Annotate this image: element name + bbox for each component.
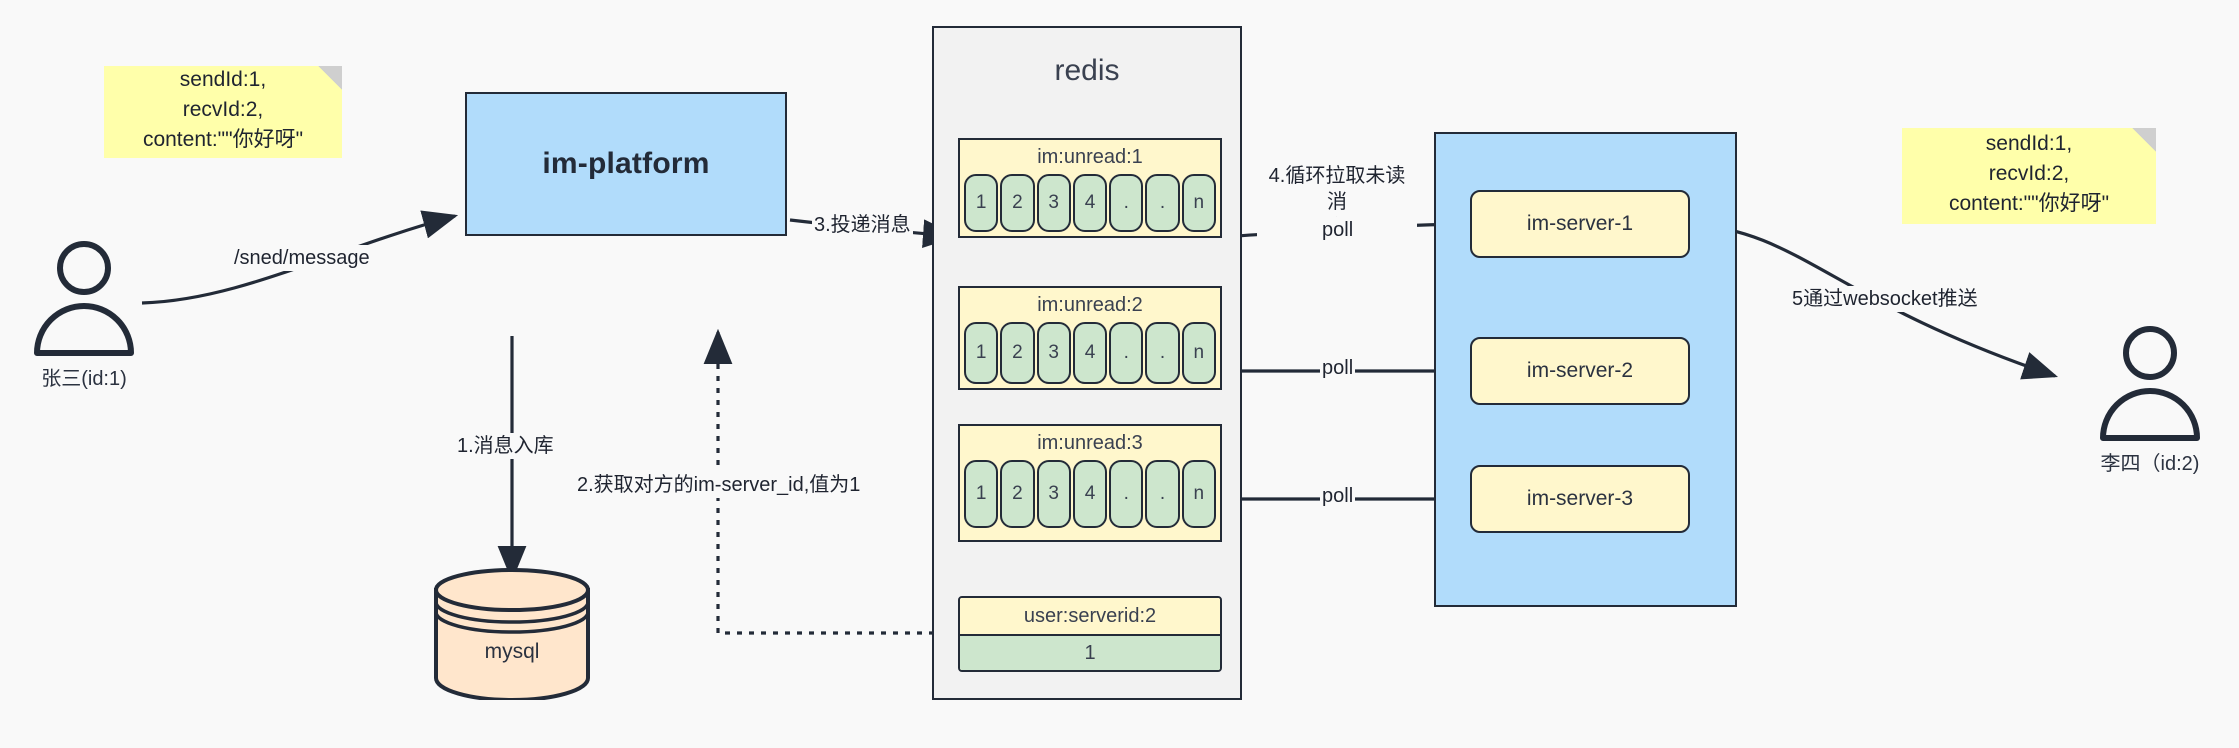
redis-key-user-serverid-value: 1 xyxy=(960,634,1220,670)
edge-label-step2: 2.获取对方的im-server_id,值为1 xyxy=(575,472,863,498)
note-left: sendId:1, recvId:2, content:""你好呀" xyxy=(104,66,342,158)
node-mysql[interactable]: mysql xyxy=(432,568,592,702)
redis-key-user-serverid[interactable]: user:serverid:2 1 xyxy=(958,596,1222,672)
node-im-server-3-label: im-server-3 xyxy=(1526,487,1634,510)
list-cell: 3 xyxy=(1036,460,1071,528)
list-cell: . xyxy=(1145,174,1180,232)
note-fold-icon xyxy=(318,66,342,90)
edge-label-step5: 5通过websocket推送 xyxy=(1790,286,1980,312)
edge-label-step1: 1.消息入库 xyxy=(455,433,556,459)
node-im-server-1[interactable]: im-server-1 xyxy=(1470,190,1690,258)
list-cell: 2 xyxy=(1000,460,1035,528)
list-cell: 1 xyxy=(964,322,999,384)
list-cell: 2 xyxy=(1000,174,1035,232)
actor-sender-label: 张三(id:1) xyxy=(41,368,127,390)
list-cell: . xyxy=(1109,460,1144,528)
node-im-server-1-label: im-server-1 xyxy=(1526,212,1634,235)
list-cell: 1 xyxy=(964,460,999,528)
redis-key-im-unread-1[interactable]: im:unread:1 1 2 3 4 . . n xyxy=(958,138,1222,238)
list-cell: 4 xyxy=(1072,460,1108,528)
user-icon xyxy=(2100,326,2200,441)
actor-receiver: 李四（id:2) xyxy=(2090,325,2210,475)
list-cell: n xyxy=(1181,460,1216,528)
list-cell: . xyxy=(1145,322,1180,384)
actor-receiver-label: 李四（id:2) xyxy=(2100,453,2200,475)
list-cell: . xyxy=(1109,174,1144,232)
edge-label-poll-1: poll xyxy=(1320,217,1356,243)
user-icon xyxy=(34,241,134,356)
list-cell: . xyxy=(1145,460,1180,528)
actor-sender: 张三(id:1) xyxy=(24,240,144,390)
note-fold-icon xyxy=(2132,128,2156,152)
node-im-platform[interactable]: im-platform xyxy=(465,92,787,236)
edge-label-poll-3: poll xyxy=(1320,483,1356,509)
list-cell: 4 xyxy=(1072,322,1108,384)
list-cell: . xyxy=(1109,322,1144,384)
container-redis-title: redis xyxy=(1054,54,1120,87)
redis-key-im-unread-3[interactable]: im:unread:3 1 2 3 4 . . n xyxy=(958,424,1222,542)
redis-key-im-unread-2-cells: 1 2 3 4 . . n xyxy=(964,322,1216,384)
note-right: sendId:1, recvId:2, content:""你好呀" xyxy=(1902,128,2156,224)
list-cell: 2 xyxy=(1000,322,1035,384)
redis-key-im-unread-2-label: im:unread:2 xyxy=(1037,294,1143,316)
redis-key-im-unread-2[interactable]: im:unread:2 1 2 3 4 . . n xyxy=(958,286,1222,390)
redis-key-im-unread-1-label: im:unread:1 xyxy=(1037,146,1143,168)
edge-label-send-message: /sned/message xyxy=(232,245,372,271)
edge-label-step4: 4.循环拉取未读消 息 xyxy=(1257,163,1417,241)
list-cell: 1 xyxy=(964,174,999,232)
node-im-server-2-label: im-server-2 xyxy=(1526,359,1634,382)
redis-key-user-serverid-label: user:serverid:2 xyxy=(960,598,1220,634)
redis-key-im-unread-3-label: im:unread:3 xyxy=(1037,432,1143,454)
node-im-server-3[interactable]: im-server-3 xyxy=(1470,465,1690,533)
list-cell: n xyxy=(1181,322,1216,384)
edge-label-poll-2: poll xyxy=(1320,355,1356,381)
note-right-text: sendId:1, recvId:2, content:""你好呀" xyxy=(1948,132,2110,215)
list-cell: n xyxy=(1181,174,1216,232)
list-cell: 3 xyxy=(1036,322,1071,384)
edge-label-step3: 3.投递消息 xyxy=(812,212,913,238)
redis-key-im-unread-1-cells: 1 2 3 4 . . n xyxy=(964,174,1216,232)
node-im-platform-label: im-platform xyxy=(542,147,710,180)
list-cell: 3 xyxy=(1036,174,1071,232)
node-mysql-label: mysql xyxy=(484,640,540,663)
list-cell: 4 xyxy=(1072,174,1108,232)
note-left-text: sendId:1, recvId:2, content:""你好呀" xyxy=(142,68,304,151)
database-icon xyxy=(434,568,590,702)
redis-key-im-unread-3-cells: 1 2 3 4 . . n xyxy=(964,460,1216,528)
node-im-server-2[interactable]: im-server-2 xyxy=(1470,337,1690,405)
